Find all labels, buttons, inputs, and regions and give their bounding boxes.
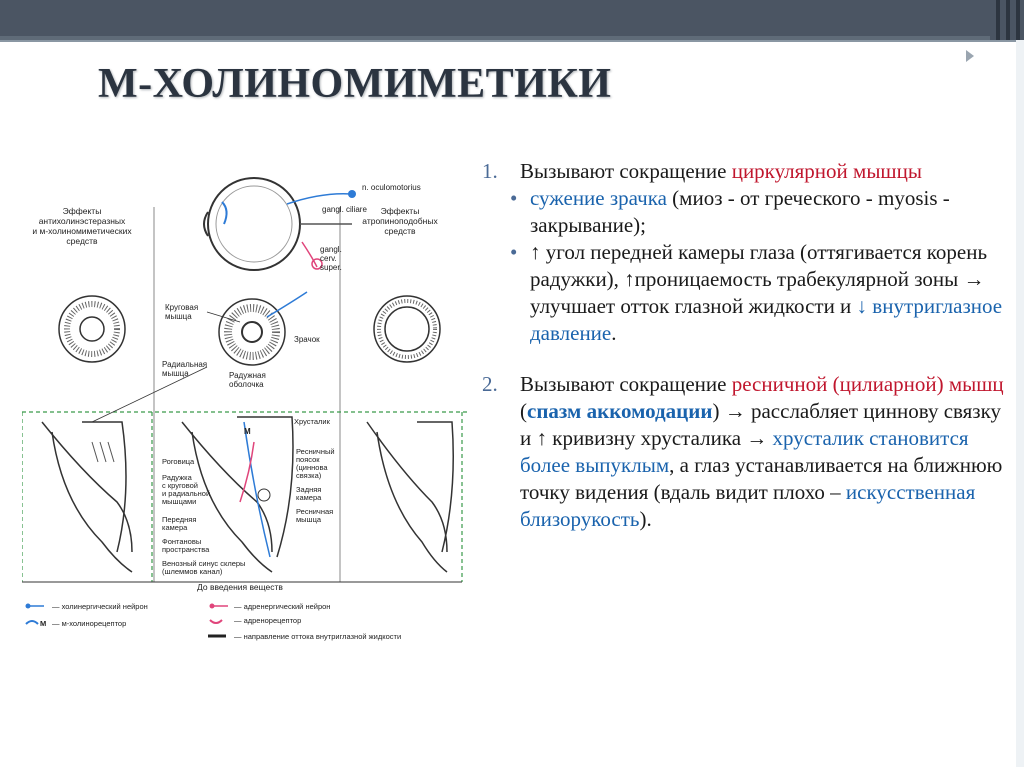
angle-end: . bbox=[611, 321, 617, 345]
iop-term: внутриглазное давление bbox=[530, 294, 1003, 345]
eye-diagram: n. oculomotorius gangl. ciliare gangl. c… bbox=[22, 177, 467, 641]
point-2-mid: ) → расслабляет циннову связку и ↑ криви… bbox=[520, 399, 1002, 450]
circular-muscle-term: циркулярной мышцы bbox=[731, 159, 922, 183]
accent-line bbox=[0, 40, 1024, 42]
label-schlemm: Венозный синус склеры bbox=[162, 559, 245, 568]
label-fontana: пространства bbox=[162, 545, 210, 554]
label-pupil: Зрачок bbox=[294, 335, 320, 344]
top-bar-tick bbox=[1016, 0, 1020, 40]
point-number: 1. bbox=[482, 159, 498, 183]
accommodation-spasm-term: спазм аккомодации bbox=[527, 399, 713, 423]
myopia-term: искусственная близорукость bbox=[520, 480, 976, 531]
slide-title: М-ХОЛИНОМИМЕТИКИ bbox=[98, 61, 612, 107]
legend-outflow: — направление оттока внутриглазной жидко… bbox=[234, 632, 401, 641]
legend-adreno-receptor-swatch bbox=[209, 619, 223, 624]
nerve-label: n. oculomotorius bbox=[362, 183, 421, 192]
top-bar-tick bbox=[1006, 0, 1010, 40]
label-posterior-chamber: камера bbox=[296, 493, 322, 502]
label-lens: Хрусталик bbox=[294, 417, 331, 426]
cross-section-left bbox=[41, 421, 133, 573]
figure-legend: — холинергический нейрон M — м-холинорец… bbox=[25, 602, 401, 641]
cross-section-right bbox=[366, 421, 454, 573]
bullet-angle: • ↑ угол передней камеры глаза (оттягива… bbox=[482, 239, 1012, 347]
label-zonule: поясок bbox=[296, 455, 320, 464]
caption-left: и м-холиномиметических bbox=[32, 226, 132, 236]
caption-left: Эффекты bbox=[63, 206, 102, 216]
point-2-mid2: , а глаз устанавливается на ближнюю точк… bbox=[520, 453, 1003, 504]
paren-open: ( bbox=[520, 399, 527, 423]
caption-left: антихолинэстеразных bbox=[39, 216, 126, 226]
label-cornea: Роговица bbox=[162, 457, 195, 466]
legend-m-receptor-swatch bbox=[25, 620, 39, 625]
caption-left: средств bbox=[66, 236, 98, 246]
content-text: 1. Вызывают сокращение циркулярной мышцы… bbox=[482, 158, 1012, 533]
label-fontana: Фонтановы bbox=[162, 537, 201, 546]
point-lead: Вызывают сокращение bbox=[520, 159, 732, 183]
top-bar bbox=[0, 0, 1024, 40]
caption-right: Эффекты bbox=[381, 206, 420, 216]
label-iris: оболочка bbox=[229, 380, 264, 389]
iris-disc-center bbox=[218, 291, 308, 366]
bullet-dot: • bbox=[510, 186, 518, 210]
point-number: 2. bbox=[482, 372, 498, 396]
angle-text: ↑ угол передней камеры глаза (оттягивает… bbox=[530, 240, 988, 318]
miosis-term: сужение зрачка bbox=[530, 186, 667, 210]
point-1: 1. Вызывают сокращение циркулярной мышцы bbox=[482, 158, 1012, 185]
right-edge-strip bbox=[1016, 40, 1024, 767]
label-iris-muscles: Радужка bbox=[162, 473, 193, 482]
label-ciliary-muscle: Ресничная bbox=[296, 507, 333, 516]
label-anterior-chamber: Передняя bbox=[162, 515, 196, 524]
legend-cholinergic-dot bbox=[25, 603, 31, 609]
legend-m-symbol: M bbox=[40, 619, 46, 628]
eyeball-illustration bbox=[203, 177, 356, 271]
label-radial-muscle: мышца bbox=[162, 369, 189, 378]
label-circular-muscle: мышца bbox=[165, 312, 192, 321]
legend-adreno-receptor: — адренорецептор bbox=[234, 616, 301, 625]
legend-m-receptor: — м-холинорецептор bbox=[52, 619, 126, 628]
label-m-marker: M bbox=[244, 427, 251, 436]
label-zonule: (циннова bbox=[296, 463, 328, 472]
bullet-miosis: • сужение зрачка (миоз - от греческого -… bbox=[482, 185, 1012, 239]
nerve-label: super. bbox=[320, 263, 342, 272]
caption-right: атропиноподобных bbox=[362, 216, 438, 226]
legend-adrenergic-dot bbox=[209, 603, 215, 609]
caption-right: средств bbox=[384, 226, 416, 236]
label-ciliary-muscle: мышца bbox=[296, 515, 322, 524]
nerve-label: gangl. ciliare bbox=[322, 205, 367, 214]
nerve-label: cerv. bbox=[320, 254, 337, 263]
label-iris-muscles: мышцами bbox=[162, 497, 196, 506]
legend-cholinergic: — холинергический нейрон bbox=[52, 602, 148, 611]
point-2: 2. Вызывают сокращение ресничной (цилиар… bbox=[482, 371, 1012, 533]
label-iris-muscles: и радиальной bbox=[162, 489, 210, 498]
label-anterior-chamber: камера bbox=[162, 523, 188, 532]
arrow-down: ↓ bbox=[856, 294, 868, 318]
label-posterior-chamber: Задняя bbox=[296, 485, 321, 494]
miosis-text: (миоз - от греческого - myosis - закрыва… bbox=[530, 186, 950, 237]
point-2-end: ). bbox=[639, 507, 652, 531]
label-radial-muscle: Радиальная bbox=[162, 360, 207, 369]
label-zonule: связка) bbox=[296, 471, 322, 480]
bullet-dot: • bbox=[510, 240, 518, 264]
top-bar-stripe bbox=[0, 36, 990, 40]
top-bar-tick bbox=[996, 0, 1000, 40]
label-zonule: Ресничный bbox=[296, 447, 335, 456]
iris-disc-right bbox=[373, 295, 441, 363]
cross-section-center bbox=[181, 416, 294, 573]
chevron-right-icon bbox=[966, 50, 974, 62]
ciliary-muscle-term: ресничной (цилиарной) мышц bbox=[731, 372, 1004, 396]
legend-adrenergic: — адренергический нейрон bbox=[234, 602, 330, 611]
label-iris-muscles: с круговой bbox=[162, 481, 198, 490]
lens-convex-term: хрусталик становится более выпуклым bbox=[520, 426, 969, 477]
label-schlemm: (шлеммов канал) bbox=[162, 567, 223, 576]
label-circular-muscle: Круговая bbox=[165, 303, 198, 312]
nerve-label: gangl. bbox=[320, 245, 342, 254]
point-lead: Вызывают сокращение bbox=[520, 372, 732, 396]
label-iris: Радужная bbox=[229, 371, 266, 380]
label-before-drug: До введения веществ bbox=[197, 582, 283, 592]
iris-disc-left bbox=[58, 295, 126, 363]
